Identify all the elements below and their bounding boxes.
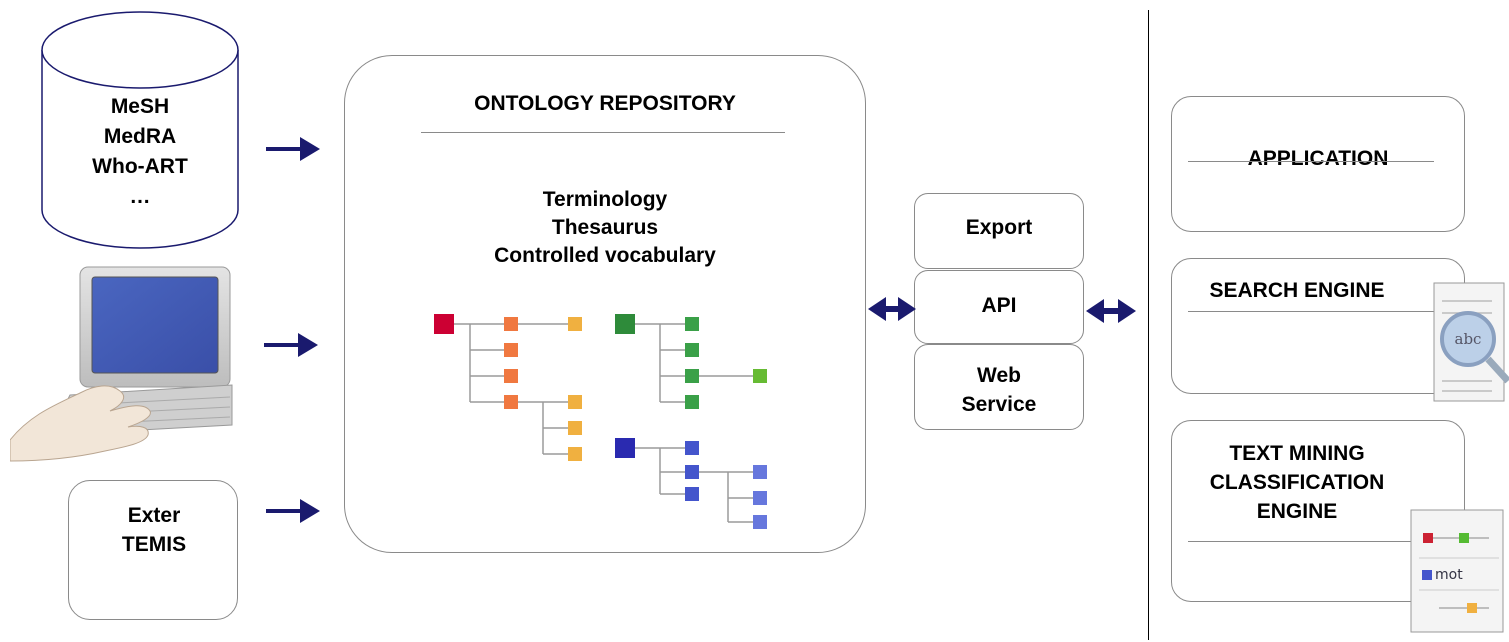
word-tag-icon [1410, 509, 1504, 633]
web-label: Web [977, 364, 1021, 387]
repository-title: ONTOLOGY REPOSITORY [474, 92, 736, 115]
api-label: API [981, 294, 1017, 317]
repository-controlled-vocabulary: Controlled vocabulary [494, 244, 716, 267]
magnifier-icon [1433, 282, 1509, 402]
abc-word: abc [1454, 330, 1482, 348]
search-engine-box: SEARCH ENGINE [1171, 258, 1465, 394]
vertical-separator [1148, 10, 1149, 640]
arrow-right-icon [264, 333, 318, 357]
database-line-ellipsis: … [129, 185, 151, 208]
text-mining-line-3: ENGINE [1256, 500, 1338, 523]
search-engine-divider [1188, 311, 1434, 312]
repository-terminology: Terminology [542, 188, 668, 211]
double-arrow-icon [868, 297, 916, 321]
repository-thesaurus: Thesaurus [551, 216, 659, 239]
mot-word: mot [1435, 567, 1463, 583]
temis-label: TEMIS [121, 533, 187, 556]
document-search-icon: abc [1432, 281, 1509, 406]
application-box: APPLICATION [1171, 96, 1465, 232]
export-label: Export [965, 216, 1033, 239]
exter-label: Exter [127, 504, 181, 527]
service-label: Service [961, 393, 1037, 416]
application-title: APPLICATION [1247, 147, 1389, 170]
repository-divider [421, 132, 785, 133]
ontology-hierarchy-tree-icon [434, 314, 767, 529]
web-service-box: Web Service [914, 344, 1084, 430]
text-mining-line-1: TEXT MINING [1229, 442, 1365, 465]
database-line-mesh: MeSH [110, 95, 170, 118]
arrow-right-icon [266, 499, 320, 523]
manual-entry-computer [10, 265, 235, 465]
database-line-medra: MedRA [103, 125, 177, 148]
api-box: API [914, 270, 1084, 344]
classification-document-icon: mot [1409, 508, 1507, 636]
database-cylinder-icon [41, 11, 239, 249]
search-engine-title: SEARCH ENGINE [1209, 279, 1385, 302]
text-mining-divider [1188, 541, 1434, 542]
double-arrow-icon [1086, 299, 1136, 323]
ontology-repository-box: ONTOLOGY REPOSITORY Terminology Thesauru… [344, 55, 866, 553]
database-line-who-art: Who-ART [92, 155, 188, 178]
text-mining-box: TEXT MINING CLASSIFICATION ENGINE [1171, 420, 1465, 602]
terminology-database: MeSH MedRA Who-ART … [40, 10, 240, 250]
text-mining-line-2: CLASSIFICATION [1209, 471, 1385, 494]
export-box: Export [914, 193, 1084, 269]
arrow-right-icon [266, 137, 320, 161]
application-divider [1188, 161, 1434, 162]
computer-keyboard-icon [10, 266, 233, 462]
exter-temis-box: Exter TEMIS [68, 480, 238, 620]
